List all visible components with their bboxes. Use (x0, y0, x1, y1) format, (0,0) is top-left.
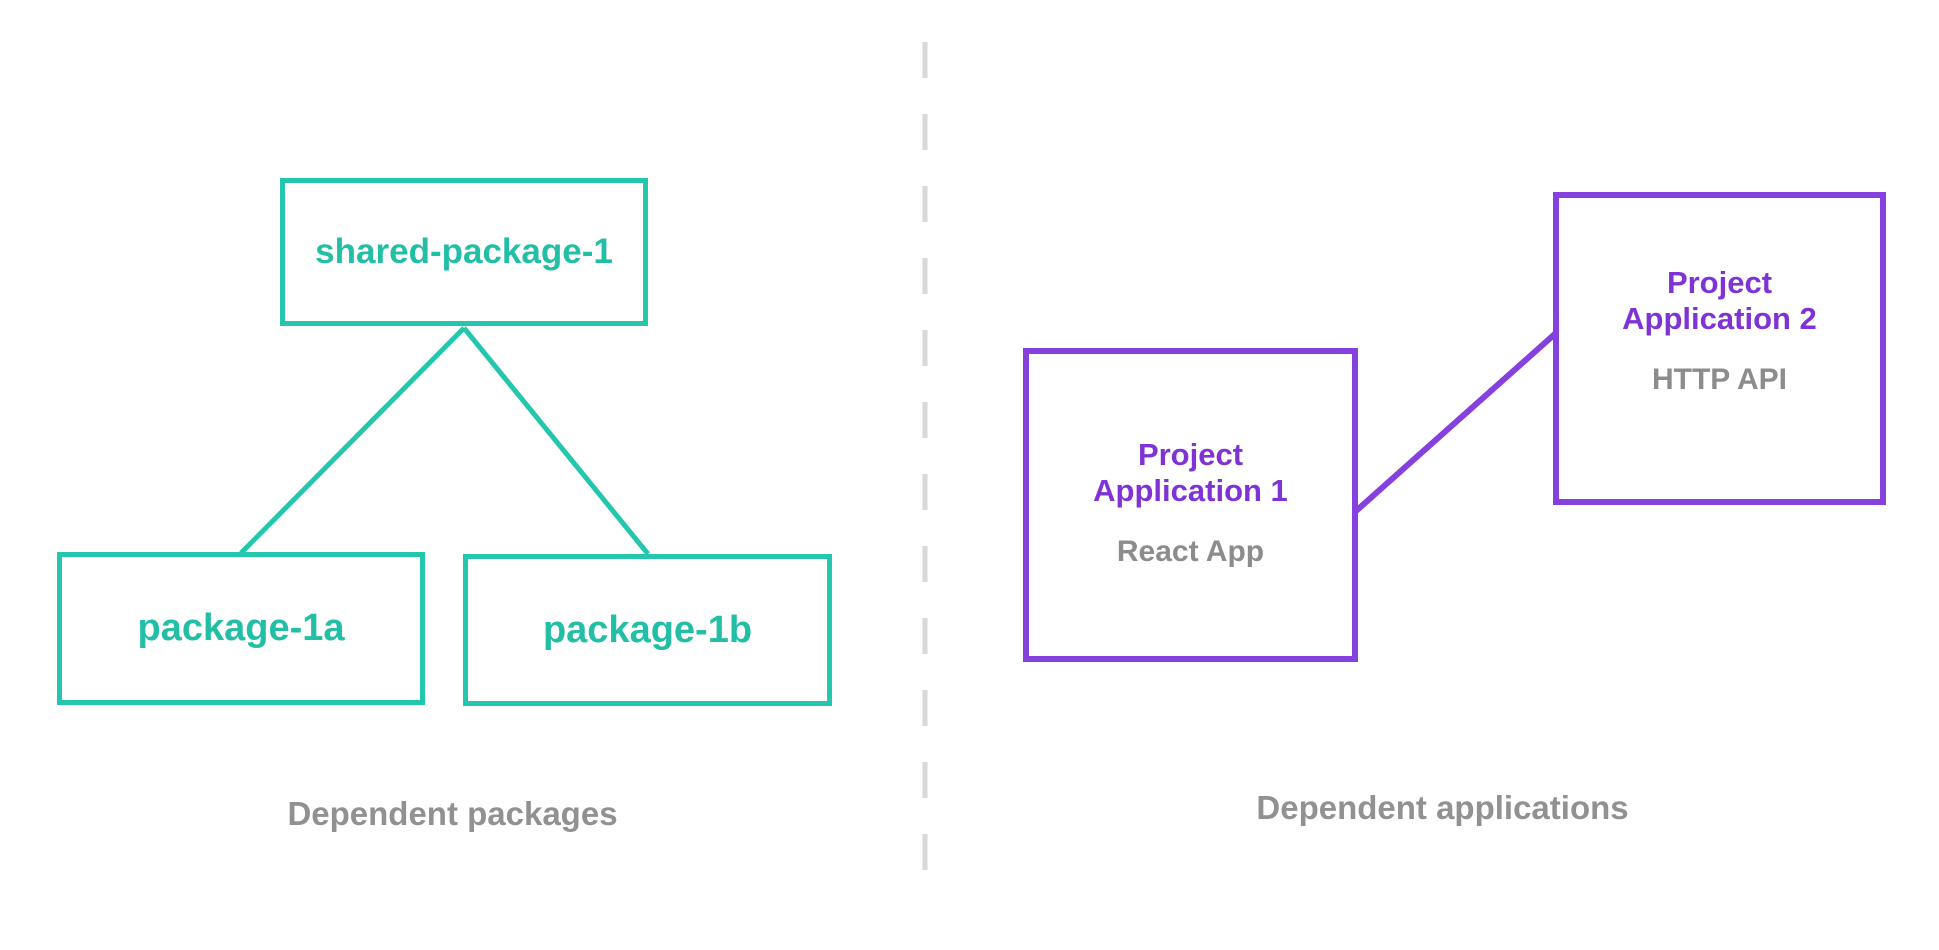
node-shared-package-1[interactable]: shared-package-1 (280, 178, 648, 326)
node-package-1a[interactable]: package-1a (57, 552, 425, 705)
edge-shared-package-1-to-package-1b (462, 326, 650, 556)
node-package-1a-title: package-1a (137, 607, 345, 650)
node-project-application-2-subtitle: HTTP API (1651, 363, 1787, 397)
caption-dependent-applications: Dependent applications (1256, 789, 1629, 826)
node-package-1b[interactable]: package-1b (463, 554, 832, 706)
edge-project-application-1-to-project-application-2 (1354, 330, 1558, 514)
caption-dependent-packages: Dependent packages (287, 795, 618, 832)
node-project-application-2[interactable]: Project Application 2 HTTP API (1553, 192, 1886, 505)
node-shared-package-1-title: shared-package-1 (315, 231, 613, 271)
node-package-1b-title: package-1b (542, 608, 753, 651)
node-project-application-1[interactable]: Project Application 1 React App (1023, 348, 1358, 662)
node-project-application-2-title: Project Application 2 (1622, 265, 1817, 337)
node-project-application-1-subtitle: React App (1116, 534, 1265, 568)
edge-shared-package-1-to-package-1a (239, 326, 466, 555)
node-project-application-1-title: Project Application 1 (1093, 436, 1288, 508)
